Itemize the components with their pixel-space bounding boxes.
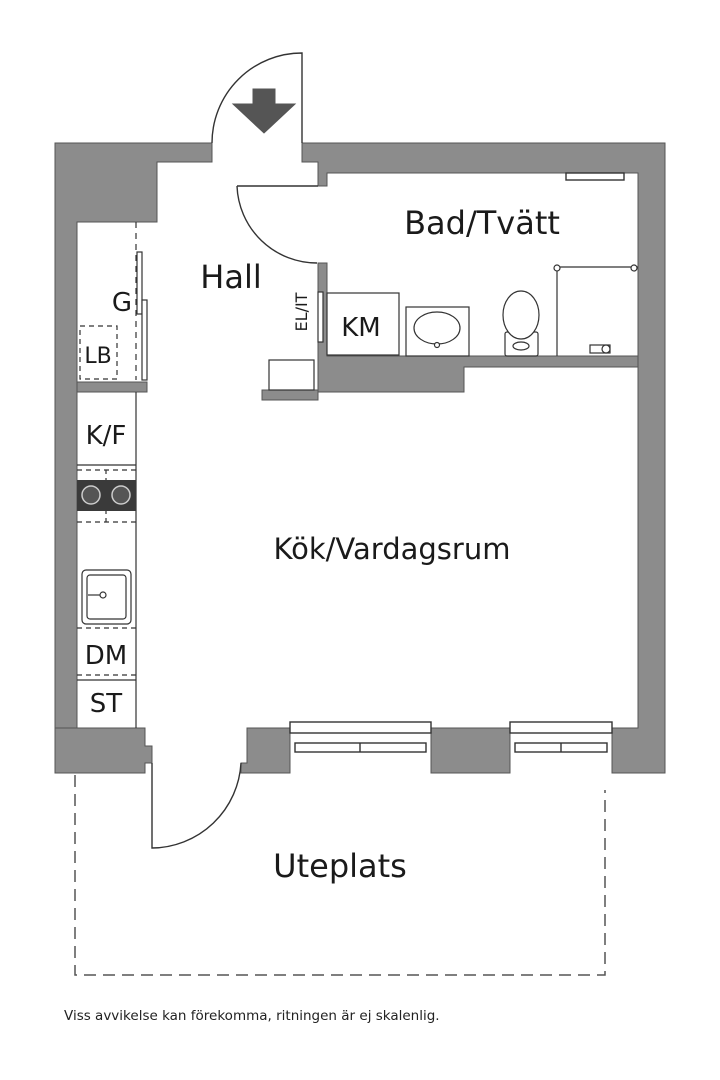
label-kok-vardagsrum: Kök/Vardagsrum: [274, 532, 511, 566]
label-st: ST: [90, 689, 123, 719]
doors: [151, 52, 318, 849]
patio-outline: [74, 775, 606, 976]
label-el-it: EL/IT: [292, 292, 311, 331]
stove-burner-icon: [111, 485, 131, 505]
hall-cabinet: [268, 359, 315, 391]
kitchen-counter: [77, 222, 148, 728]
stove-burner-icon: [81, 485, 101, 505]
disclaimer: Viss avvikelse kan förekomma, ritningen …: [64, 1008, 440, 1024]
entrance-arrow-icon: [231, 88, 297, 134]
kitchen-sink: [81, 569, 132, 625]
label-kf: K/F: [86, 421, 127, 451]
windows: [289, 172, 625, 753]
bathroom-fixtures: [317, 264, 638, 357]
label-lb: LB: [84, 344, 111, 369]
label-g: G: [112, 288, 132, 318]
label-hall: Hall: [200, 258, 261, 296]
label-km: KM: [341, 313, 380, 343]
label-dm: DM: [85, 641, 127, 671]
walls: [54, 142, 666, 774]
stove: [77, 480, 136, 511]
label-bad-tvatt: Bad/Tvätt: [404, 204, 560, 242]
label-uteplats: Uteplats: [273, 847, 407, 885]
